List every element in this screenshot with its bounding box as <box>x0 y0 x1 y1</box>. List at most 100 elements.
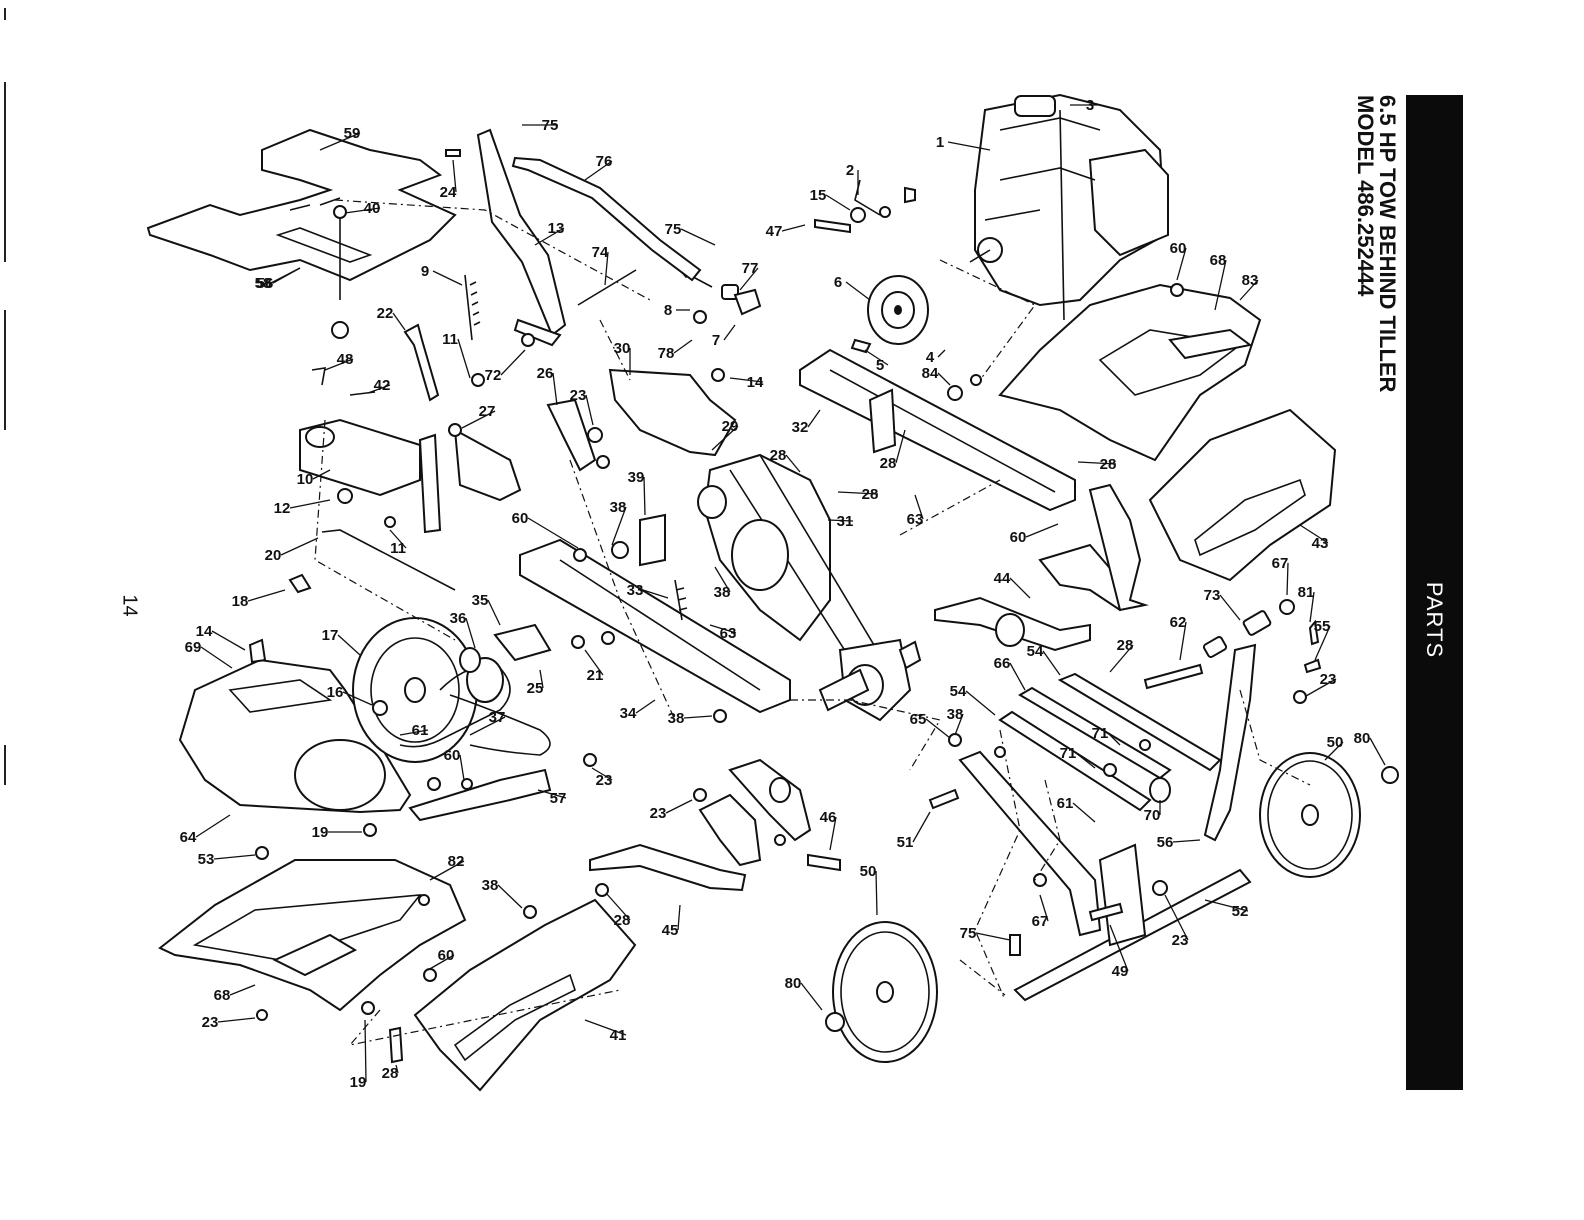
callout-leader <box>1239 279 1259 301</box>
part-callout-40: 40 <box>364 200 381 217</box>
callout-leader <box>947 141 991 151</box>
callout-leader <box>364 1019 367 1083</box>
part-callout-45: 45 <box>662 922 679 939</box>
hitch-bracket-drawing <box>299 418 522 534</box>
depth-stake-drawing <box>1143 599 1322 704</box>
callout-leader <box>785 454 801 473</box>
part-callout-23: 23 <box>1320 671 1337 688</box>
callout-leader <box>457 338 471 379</box>
part-callout-50: 50 <box>860 863 877 880</box>
callout-leader <box>211 630 246 651</box>
callout-leader <box>1025 523 1059 538</box>
part-callout-80: 80 <box>785 975 802 992</box>
callout-leader <box>465 617 476 649</box>
callout-leader <box>642 589 669 599</box>
callout-leader <box>643 476 646 516</box>
callout-leader <box>427 954 455 971</box>
callout-leader <box>399 729 429 736</box>
part-callout-60: 60 <box>438 947 455 964</box>
part-callout-67: 67 <box>1032 913 1049 930</box>
part-callout-28: 28 <box>614 912 631 929</box>
part-callout-48: 48 <box>337 351 354 368</box>
callout-leader <box>552 372 558 406</box>
part-callout-54: 54 <box>950 683 967 700</box>
callout-leader <box>875 870 878 916</box>
callout-leader <box>864 349 889 366</box>
part-callout-58: 58 <box>255 275 272 292</box>
part-callout-73: 73 <box>1204 587 1221 604</box>
part-callout-56: 56 <box>1157 834 1174 851</box>
assembly-guides <box>314 199 1311 1046</box>
callout-leader <box>487 599 501 626</box>
engine-pulley-drawing <box>850 275 929 354</box>
callout-leader <box>925 718 951 739</box>
callout-leader <box>591 767 613 781</box>
callout-leader <box>367 384 391 394</box>
callout-leader <box>200 646 233 669</box>
section-tab <box>1406 95 1463 1090</box>
part-callout-20: 20 <box>265 547 282 564</box>
part-callout-13: 13 <box>548 220 565 237</box>
callout-leader <box>1214 259 1227 311</box>
part-callout-56: 56 <box>257 275 274 292</box>
part-callout-74: 74 <box>592 244 609 261</box>
part-callout-64: 64 <box>180 829 197 846</box>
part-callout-23: 23 <box>650 805 667 822</box>
callout-leader <box>270 267 301 284</box>
tensioner-drawing <box>546 368 737 621</box>
callout-leader <box>895 429 906 464</box>
part-callout-24: 24 <box>440 184 457 201</box>
part-callout-54: 54 <box>1027 643 1044 660</box>
part-callout-66: 66 <box>994 655 1011 672</box>
part-callout-16: 16 <box>327 684 344 701</box>
main-frame-drawing <box>519 348 1076 723</box>
callout-leader <box>714 566 731 593</box>
callout-leader <box>527 517 579 549</box>
part-callout-75: 75 <box>960 925 977 942</box>
part-callout-60: 60 <box>1010 529 1027 546</box>
part-callout-19: 19 <box>350 1074 367 1091</box>
callout-leader <box>1324 741 1344 761</box>
callout-leader <box>1176 247 1187 281</box>
callout-leader <box>1042 650 1061 676</box>
part-callout-46: 46 <box>820 809 837 826</box>
part-callout-6: 6 <box>834 274 842 291</box>
callout-leader <box>395 1064 399 1074</box>
part-callout-5: 5 <box>876 357 884 374</box>
callout-leader <box>229 984 256 996</box>
part-callout-15: 15 <box>810 187 827 204</box>
part-callout-30: 30 <box>614 340 631 357</box>
part-callout-68: 68 <box>1210 252 1227 269</box>
callout-leader <box>461 410 496 429</box>
callout-leader <box>392 312 406 331</box>
part-callout-2: 2 <box>846 162 854 179</box>
part-callout-36: 36 <box>450 610 467 627</box>
depth-bar-drawing <box>948 643 1257 842</box>
idler-bracket-drawing <box>363 623 615 837</box>
part-callout-28: 28 <box>880 455 897 472</box>
part-callout-10: 10 <box>297 471 314 488</box>
part-callout-67: 67 <box>1272 555 1289 572</box>
callout-leader <box>683 715 713 719</box>
callout-leader <box>1305 678 1337 697</box>
callout-leader <box>469 716 506 736</box>
part-callout-83: 83 <box>1242 272 1259 289</box>
part-callout-42: 42 <box>374 377 391 394</box>
callout-leader <box>781 224 806 232</box>
part-callout-23: 23 <box>202 1014 219 1031</box>
part-callout-19: 19 <box>312 824 329 841</box>
callout-leader <box>217 1017 256 1023</box>
callout-leader <box>1309 591 1315 623</box>
part-callout-61: 61 <box>1057 795 1074 812</box>
part-callout-75: 75 <box>665 221 682 238</box>
front-shield-drawing <box>158 846 637 1092</box>
callout-leader <box>312 469 331 480</box>
part-callout-9: 9 <box>421 263 429 280</box>
part-callout-53: 53 <box>198 851 215 868</box>
callout-leader <box>342 691 373 706</box>
callout-leader <box>584 649 604 676</box>
callout-leader <box>965 690 996 716</box>
part-callout-63: 63 <box>907 511 924 528</box>
callout-leader <box>837 491 879 495</box>
